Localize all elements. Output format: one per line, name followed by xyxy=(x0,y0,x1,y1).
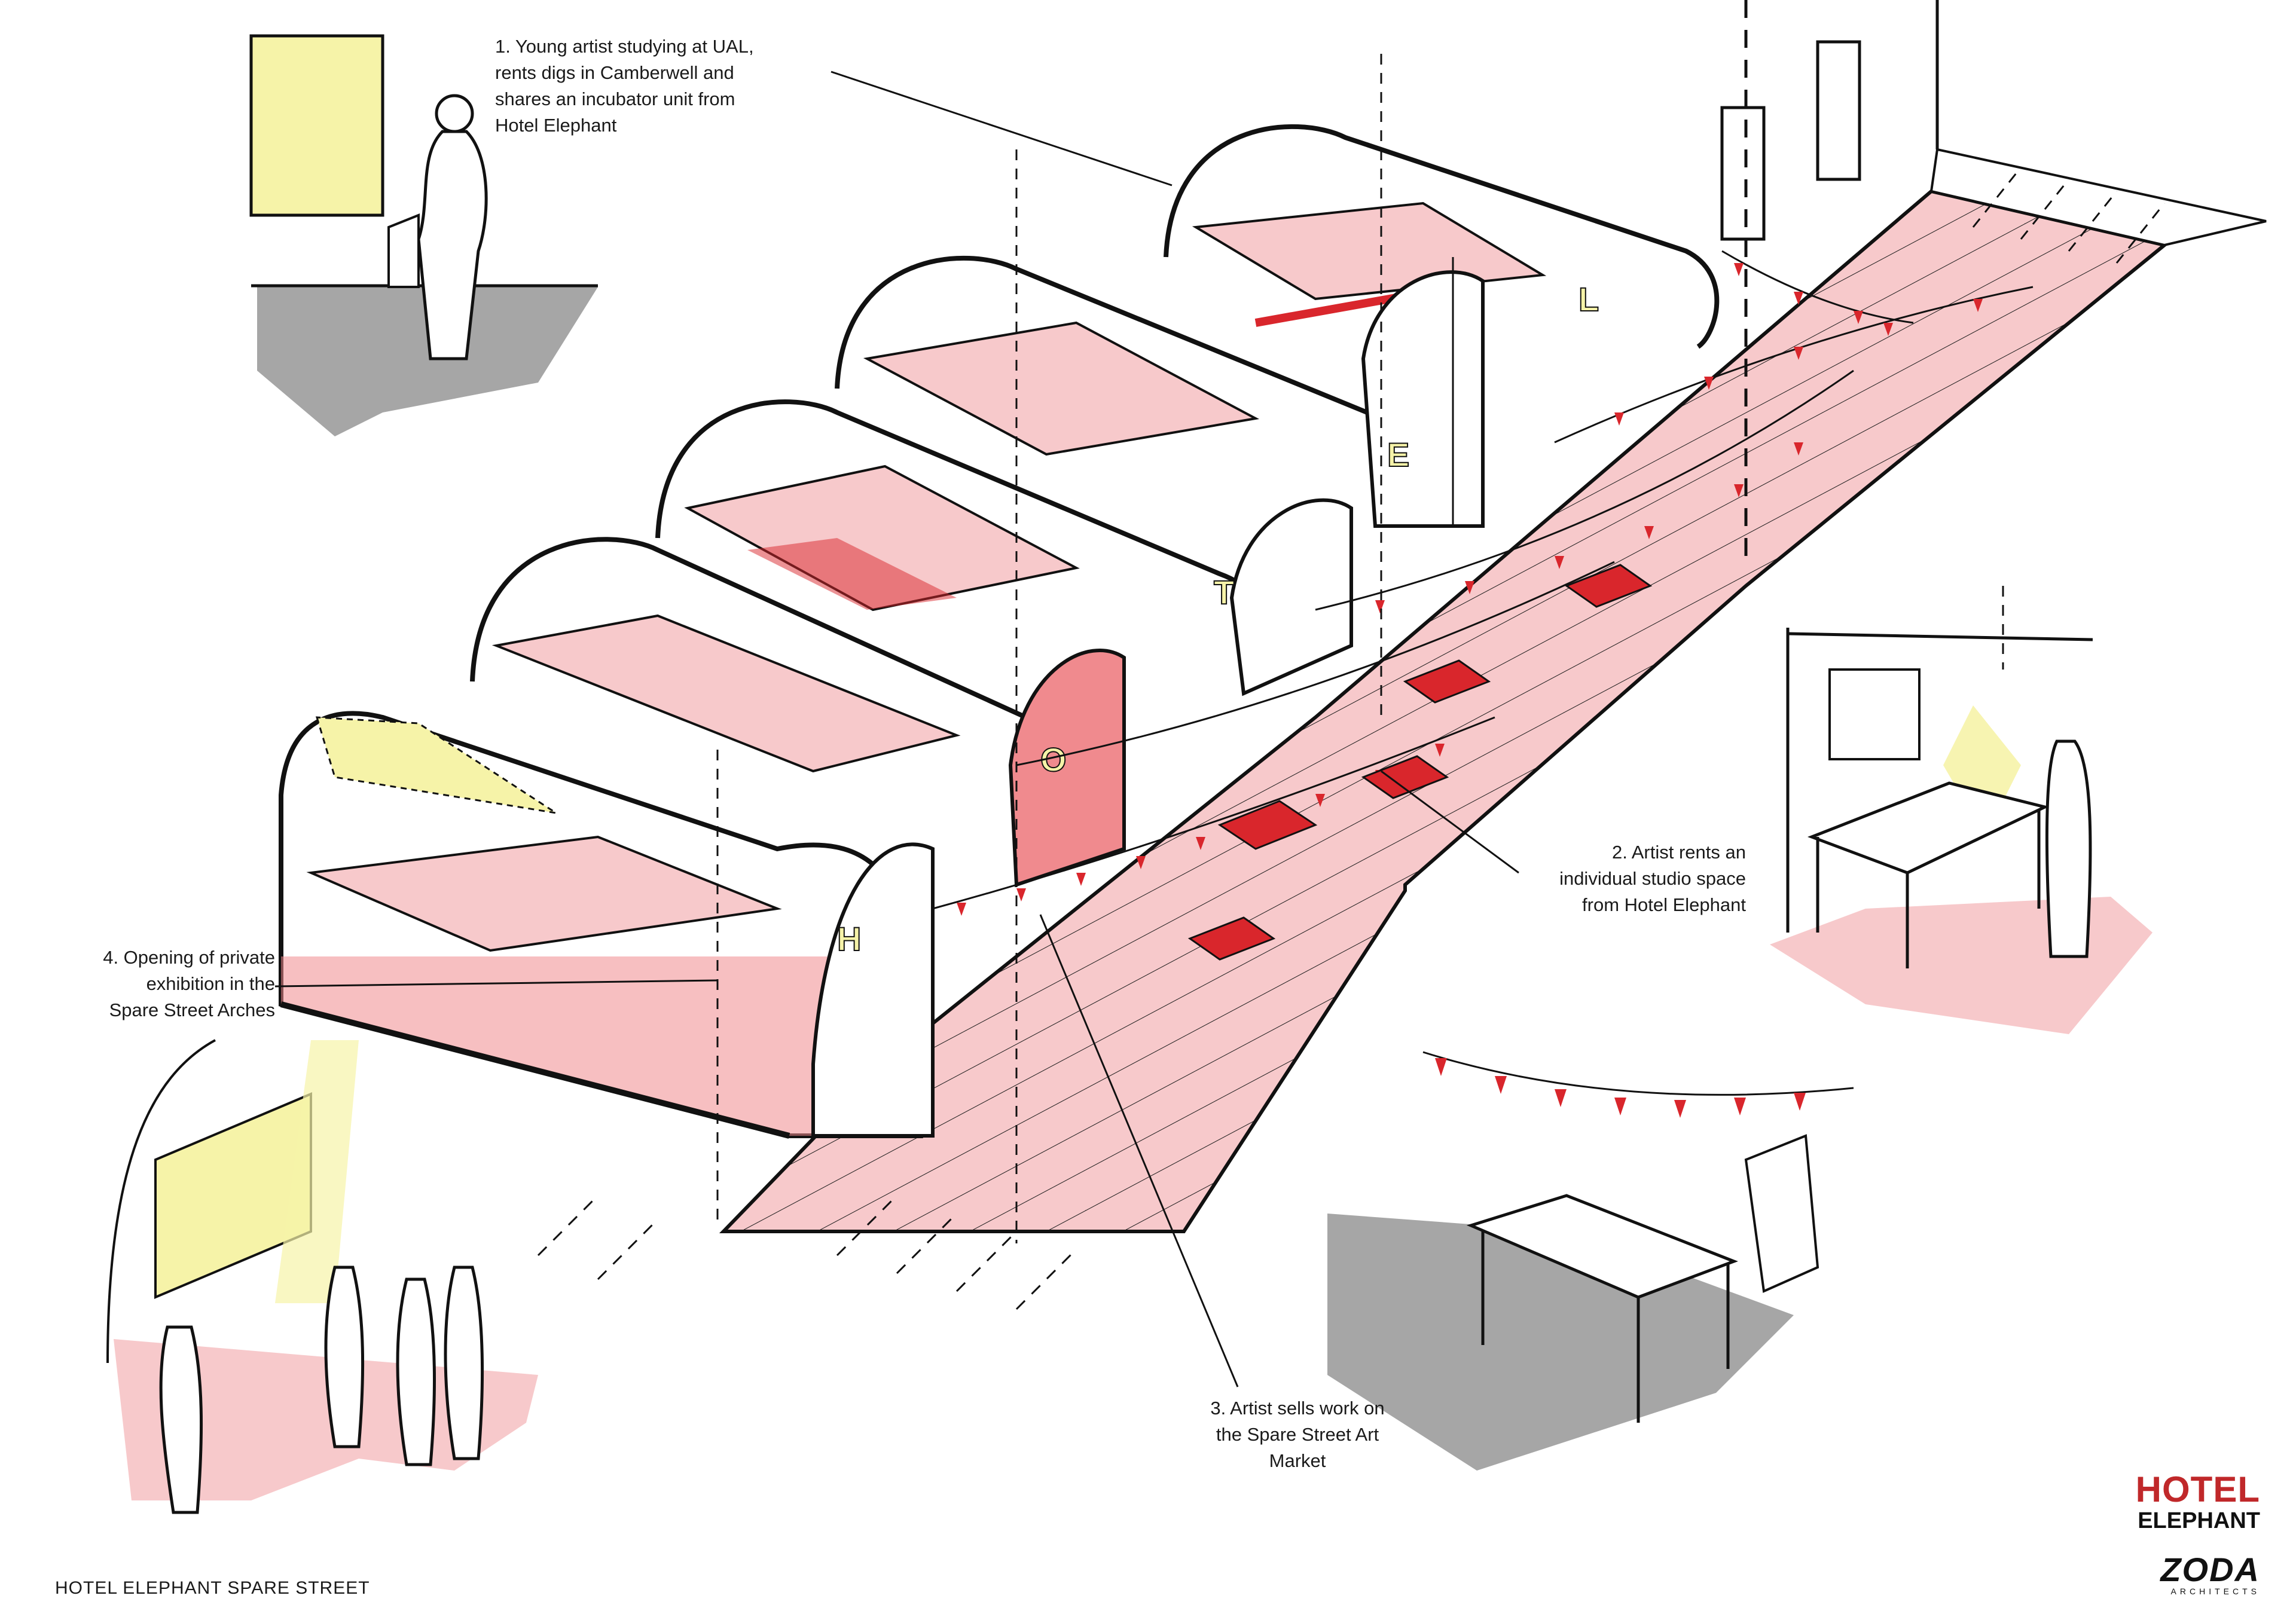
spare-street xyxy=(719,148,2267,1233)
market-stalls xyxy=(1187,564,1653,961)
zoda-logo-line2: ARCHITECTS xyxy=(2170,1587,2260,1596)
arch-vault-2 xyxy=(470,537,1126,888)
arch-letter-e: E xyxy=(1387,436,1409,473)
hotel-elephant-logo-line2: ELEPHANT xyxy=(2138,1508,2260,1533)
annotation-art-market: 3. Artist sells work on the Spare Street… xyxy=(1210,1398,1385,1471)
zoda-logo-line1: ZODA xyxy=(2160,1551,2260,1588)
hotel-elephant-logo-line1: HOTEL xyxy=(2135,1469,2260,1509)
arch-vault-3 xyxy=(655,399,1353,696)
arch-letter-l: L xyxy=(1578,280,1599,318)
arch-vault-4 xyxy=(835,255,1485,528)
leader-lines xyxy=(274,71,1519,1387)
vignette-young-artist xyxy=(249,34,598,436)
footer-caption: HOTEL ELEPHANT SPARE STREET xyxy=(55,1578,370,1598)
annotation-studio-space: 2. Artist rents an individual studio spa… xyxy=(1559,842,1746,915)
vignette-exhibition xyxy=(106,1039,538,1514)
railway-arches xyxy=(279,124,1720,1139)
vignette-art-market xyxy=(1327,1051,1854,1471)
annotation-young-artist: 1. Young artist studying at UAL, rents d… xyxy=(495,36,754,136)
arch-letter-t: T xyxy=(1214,573,1234,611)
arch-vault-1 xyxy=(279,711,935,1139)
annotation-private-exhibition: 4. Opening of private exhibition in the … xyxy=(103,947,275,1020)
arch-letters: H O T E L xyxy=(836,280,1599,958)
arch-letter-h: H xyxy=(837,920,861,958)
building-facade xyxy=(1720,0,1939,568)
street-crossing xyxy=(537,1194,1077,1310)
bunting-flags xyxy=(957,263,1983,916)
vignette-studio xyxy=(1770,628,2152,1034)
